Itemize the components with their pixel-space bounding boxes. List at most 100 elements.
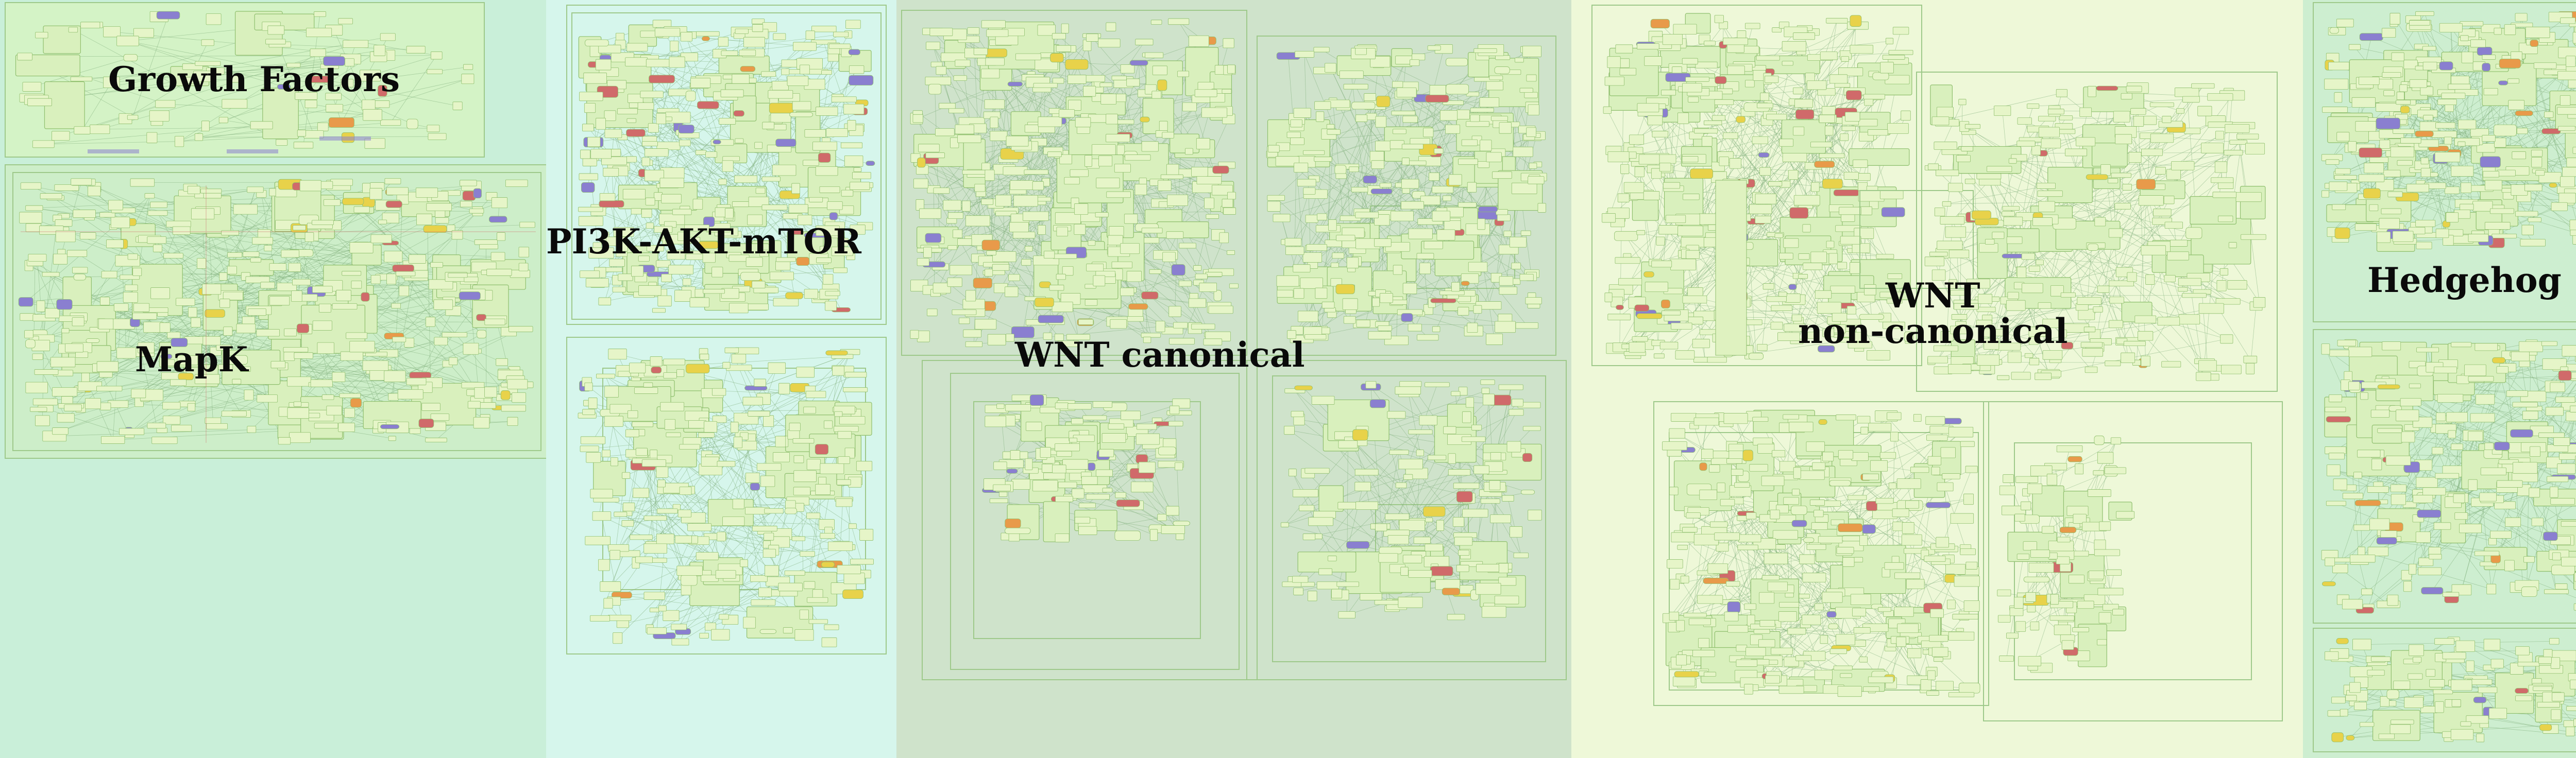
pi3k-lower-node (722, 516, 745, 526)
pi3k-upper-node (641, 157, 650, 166)
wnt-canonical-br-node (1442, 588, 1460, 595)
wnt-canonical-tl-node (928, 83, 942, 95)
mapk-node (300, 294, 318, 302)
pi3k-lower-node (651, 366, 662, 374)
wnt-canonical-br-edge (1292, 472, 1333, 559)
wnt-canonical-tr-node (1519, 88, 1533, 93)
wnt-noncanonical-tr-node (2011, 372, 2031, 380)
wnt-canonical-tr-node (1401, 144, 1423, 149)
mapk-node (164, 359, 175, 366)
pi3k-upper-node (837, 238, 849, 247)
wnt-canonical-tl-node (1010, 180, 1034, 190)
wnt-canonical-tl-node (1145, 52, 1164, 58)
pi3k-upper-node (761, 71, 776, 77)
wnt-noncanonical-tl-node (1814, 161, 1835, 168)
wnt-noncanonical-tl-node (1845, 90, 1862, 100)
mapk-node (463, 342, 479, 355)
mapk-node (132, 313, 157, 320)
growth-factors-node (326, 104, 344, 112)
wnt-canonical-br-edge (1284, 441, 1356, 525)
zone-wnt-canonical: WNT canonical (896, 0, 1571, 758)
wnt-canonical-bl-node (1114, 530, 1141, 541)
wnt-noncanonical-tr-node (2182, 96, 2200, 103)
pi3k-lower-node (722, 361, 731, 369)
pi3k-upper-node (588, 247, 614, 259)
wnt-canonical-tl-node (1212, 165, 1229, 174)
wnt-canonical-tl-node (1201, 107, 1228, 118)
wnt-noncanonical-tl-node (1675, 350, 1695, 359)
mapk-node (386, 273, 397, 285)
wnt-canonical-tr-node (1528, 176, 1545, 184)
mapk-node (428, 279, 453, 289)
wnt-canonical-bl-node (1055, 443, 1080, 452)
wnt-noncanonical-tr-node (1994, 106, 2011, 116)
wnt-canonical-tl-node (1152, 65, 1167, 75)
wnt-canonical-tr-node (1316, 111, 1325, 122)
wnt-noncanonical-tl-node (1744, 319, 1762, 325)
wnt-noncanonical-tl-node (1815, 290, 1832, 299)
wnt-noncanonical-tl-node (1818, 345, 1835, 353)
pi3k-lower-node (834, 411, 843, 417)
wnt-canonical-br-node (1443, 426, 1456, 435)
mapk-highlight-path (21, 185, 536, 443)
wnt-canonical-tl-node (1162, 252, 1176, 262)
pi3k-upper-node (648, 123, 659, 133)
mapk-node (130, 178, 155, 187)
wnt-noncanonical-tr-node (2058, 129, 2076, 134)
wnt-canonical-br-node (1311, 395, 1335, 405)
pi3k-upper-node (583, 73, 607, 84)
wnt-canonical-br-node (1522, 426, 1541, 431)
wnt-noncanonical-tl-node (1682, 295, 1707, 304)
wnt-noncanonical-tr-node (2141, 355, 2150, 367)
wnt-noncanonical-tr-node (2109, 280, 2134, 287)
wnt-canonical-br-node (1447, 614, 1465, 621)
wnt-noncanonical-tr-node (2109, 297, 2124, 304)
mapk-node (20, 182, 42, 190)
mapk-node (98, 318, 114, 330)
wnt-canonical-tl-node (943, 200, 962, 211)
wnt-noncanonical-tl-node (1833, 190, 1860, 196)
wnt-noncanonical-tr-node (2228, 242, 2237, 248)
pi3k-lower-node (849, 523, 857, 529)
wnt-noncanonical-tr-node (2080, 342, 2103, 348)
wnt-noncanonical-tr-node (1927, 356, 1948, 364)
mapk-node (460, 180, 477, 186)
wnt-canonical-tr-node (1401, 201, 1424, 210)
pi3k-lower-node (742, 397, 763, 406)
wnt-canonical-tl-node (1106, 191, 1131, 198)
zone-pi3k-akt-mtor: PI3K-AKT-mTOR (546, 0, 896, 758)
pi3k-lower-node (821, 637, 837, 647)
wnt-canonical-tr-node (1522, 45, 1541, 57)
pi3k-upper-node (772, 81, 789, 91)
wnt-noncanonical-tr-node (2093, 306, 2103, 313)
pi3k-upper-node (812, 141, 838, 151)
wnt-canonical-tl-node (981, 163, 991, 170)
wnt-noncanonical-tr-node (2176, 108, 2185, 114)
pi3k-lower-node (783, 627, 793, 634)
pi3k-lower-node (607, 614, 632, 621)
growth-factors-node (364, 138, 385, 149)
wnt-noncanonical-tl-node (1892, 27, 1909, 35)
mapk-node (489, 216, 507, 223)
wnt-noncanonical-mid-frame (1859, 190, 1974, 289)
mapk-node (205, 417, 222, 424)
pi3k-lower-node (844, 372, 867, 378)
wnt-canonical-tl-node (1222, 199, 1233, 208)
wnt-canonical-tl-node (1064, 177, 1080, 185)
wnt-canonical-tl-node (1193, 265, 1202, 271)
wnt-canonical-tr-node (1468, 262, 1488, 272)
pi3k-upper-node (785, 292, 803, 299)
pi3k-upper-node (759, 250, 769, 257)
mapk-node (397, 389, 423, 400)
mapk-node (81, 372, 90, 383)
wnt-canonical-tr-node (1343, 316, 1356, 324)
wnt-noncanonical-tl-node (1686, 250, 1700, 259)
pi3k-upper-node (695, 150, 707, 155)
wnt-canonical-tr-node (1390, 299, 1408, 305)
mapk-edge (120, 222, 242, 414)
growth-factors-node (133, 28, 154, 38)
wnt-canonical-br-node (1308, 517, 1333, 526)
wnt-canonical-tr-node (1273, 214, 1291, 222)
wnt-canonical-bl-node (1058, 481, 1077, 488)
mapk-node (25, 223, 42, 232)
